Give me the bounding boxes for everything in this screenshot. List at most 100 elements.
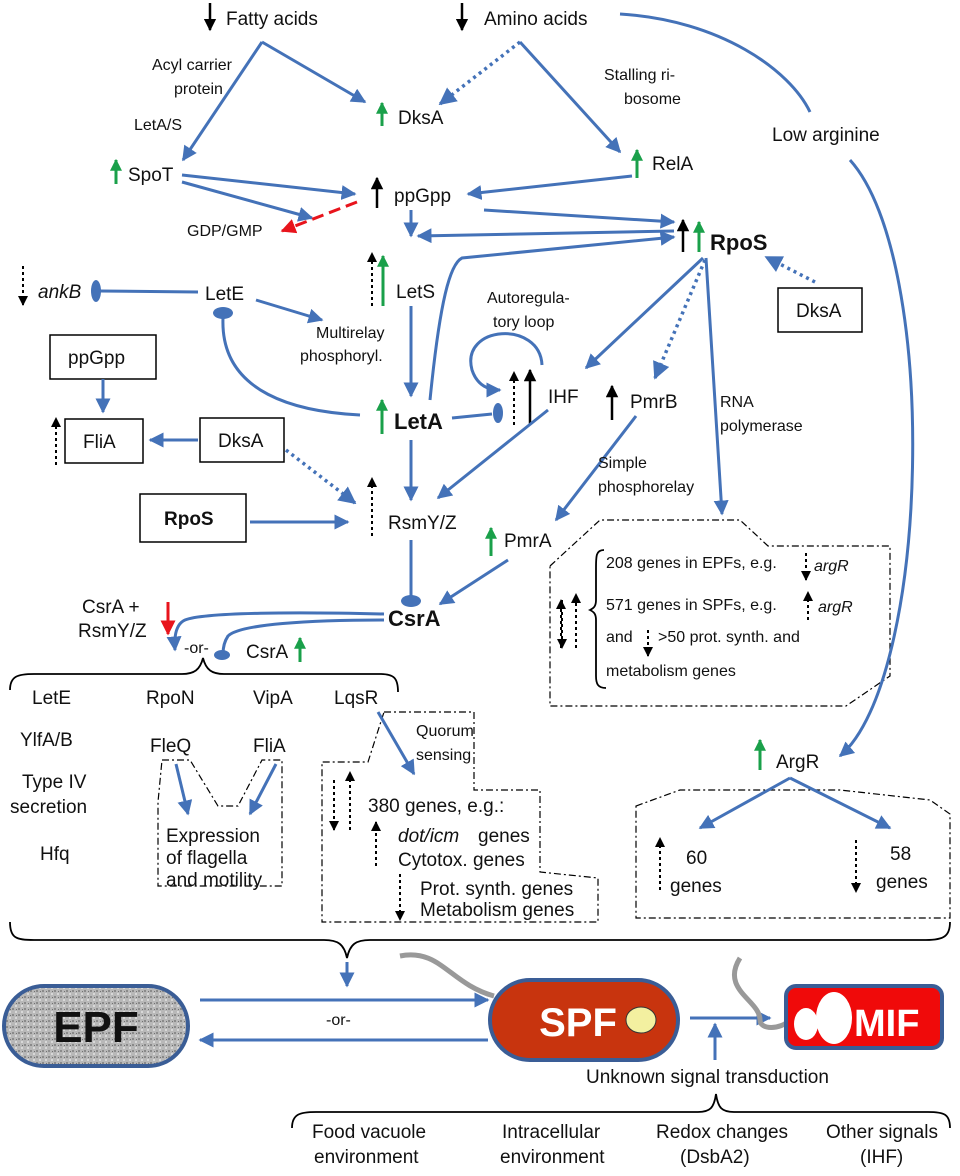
- simple-phosphorelay-label: Simple: [598, 455, 647, 472]
- stalling-ribosome-label: Stalling ri-: [604, 67, 675, 84]
- ankb-node: ankB: [38, 282, 82, 303]
- lqs-genes: 380 genes, e.g.:: [368, 796, 504, 817]
- flia-box: [64, 418, 144, 464]
- diagram-label: MIF: [854, 1003, 919, 1045]
- rpos-target-epf-line: 208 genes in EPFs, e.g.: [606, 555, 777, 572]
- lete-node: LetE: [205, 284, 244, 305]
- pmra-node: PmrA: [504, 531, 552, 552]
- diagram-label: tory loop: [493, 314, 554, 331]
- dksa-top-node: DksA: [398, 108, 444, 129]
- gdp-gmp-node: GDP/GMP: [187, 223, 263, 240]
- leta-to-rpos-arrow: [428, 230, 676, 401]
- ihf-to-rsm-arrow: [436, 408, 549, 500]
- diagram-label: environment: [314, 1147, 419, 1168]
- flagella-box: [157, 759, 283, 887]
- spf-flagellum: [399, 952, 495, 999]
- target-fleq: FleQ: [150, 736, 191, 757]
- diagram-label: RsmY/Z: [78, 621, 147, 642]
- pmra-to-csra-arrow: [438, 558, 509, 606]
- rsmyz-node: RsmY/Z: [388, 513, 457, 534]
- diagram-label: EPF: [53, 1003, 139, 1052]
- diagram-label: bosome: [624, 91, 681, 108]
- diagram-label: genes: [478, 826, 530, 847]
- csra-inhibit-targets: [221, 618, 385, 655]
- fatty-to-dksa-arrow: [261, 40, 367, 104]
- rpos-to-lets-arrow: [416, 228, 675, 244]
- leta-inhibits-ihf: [451, 412, 493, 420]
- csra-free-node: CsrA: [246, 642, 289, 663]
- autoregulatory-label: Autoregula-: [487, 290, 570, 307]
- fatty-to-spot-arrow: [181, 41, 264, 162]
- rna-polymerase-label: RNA: [720, 394, 754, 411]
- low-arginine-label: Low arginine: [772, 125, 880, 146]
- mif-cell: MIF: [784, 984, 944, 1050]
- amino-to-rela-arrow: [518, 40, 622, 154]
- target-rpon: RpoN: [146, 688, 195, 709]
- spot-to-ppgpp-arrow: [181, 173, 357, 200]
- acyl-carrier-label: Acyl carrier: [152, 57, 233, 74]
- rela-node: RelA: [652, 154, 694, 175]
- diagram-label: dot/icm: [398, 826, 459, 847]
- diagram-label: Amino acids: [484, 9, 588, 30]
- amino-to-low-arg-line: [619, 12, 812, 113]
- diagram-label: and: [606, 629, 633, 646]
- epf-cell: EPF: [2, 984, 190, 1068]
- rpos-to-targets-arrow: [704, 257, 729, 516]
- diagram-label: of flagella: [166, 848, 248, 869]
- ppgpp-box: [49, 334, 157, 380]
- spot-to-gdp-arrow: [181, 180, 314, 222]
- pmrb-node: PmrB: [630, 392, 678, 413]
- diagram-label: ppGpp: [68, 348, 125, 369]
- diagram-label: Metabolism genes: [420, 900, 574, 921]
- diagram-label: polymerase: [720, 418, 803, 435]
- target-type-iv: Type IV: [22, 772, 87, 793]
- csra-rsm-label: CsrA +: [82, 597, 140, 618]
- rpos-node: RpoS: [710, 230, 767, 255]
- mif-flagellum: [731, 956, 792, 1030]
- diagram-label: sensing: [416, 747, 471, 764]
- spf-cell: SPF: [488, 978, 680, 1062]
- signal-other: Other signals: [826, 1122, 938, 1143]
- ppgpp-to-rpos-arrow: [483, 208, 676, 229]
- autoregulatory-loop: [469, 332, 544, 398]
- target-lete: LetE: [32, 688, 71, 709]
- csra-to-targets-arrow: [166, 611, 385, 652]
- diagram-label: metabolism genes: [606, 663, 736, 680]
- diagram-label: SPF: [539, 1001, 617, 1045]
- diagram-label: FliA: [83, 432, 116, 453]
- dksa-to-rsm-arrow: [284, 448, 357, 505]
- diagram-label: Fatty acids: [226, 9, 318, 30]
- quorum-label: Quorum: [416, 723, 474, 740]
- amino-to-dksa-arrow: [438, 40, 522, 106]
- diagram-label: genes: [876, 872, 928, 893]
- csra-node: CsrA: [388, 606, 441, 631]
- target-vipa: VipA: [253, 688, 293, 709]
- cells-or-label: -or-: [326, 1012, 351, 1029]
- signals-brace: [291, 1093, 951, 1129]
- lete-inhibits-ankb: [99, 289, 199, 294]
- argr-node: ArgR: [776, 752, 819, 773]
- global-brace: [9, 921, 951, 959]
- diagram-label: argR: [814, 558, 849, 575]
- diagram-label: phosphoryl.: [300, 348, 383, 365]
- lete-to-multirelay-arrow: [255, 298, 324, 324]
- or-small-label: -or-: [184, 640, 209, 657]
- leta-node: LetA: [394, 409, 443, 434]
- lets-node: LetS: [396, 282, 435, 303]
- diagram-label: (IHF): [860, 1147, 903, 1168]
- lete-inhibition-curve: [221, 317, 361, 417]
- diagram-label: RpoS: [164, 509, 214, 530]
- ppgpp-node: ppGpp: [394, 186, 451, 207]
- rela-to-ppgpp-arrow: [466, 174, 633, 200]
- diagram-label: DksA: [218, 431, 264, 452]
- diagram-label: argR: [818, 599, 853, 616]
- diagram-label: and motility: [166, 870, 263, 891]
- diagram-label: DksA: [796, 301, 842, 322]
- target-hfq: Hfq: [40, 844, 70, 865]
- ppgpp-to-gdp-arrow: [280, 200, 358, 234]
- diagram-label: Cytotox. genes: [398, 850, 525, 871]
- dksa-to-rpos-arrow: [764, 255, 816, 284]
- dksa-left-box: [199, 417, 285, 463]
- ihf-node: IHF: [548, 387, 579, 408]
